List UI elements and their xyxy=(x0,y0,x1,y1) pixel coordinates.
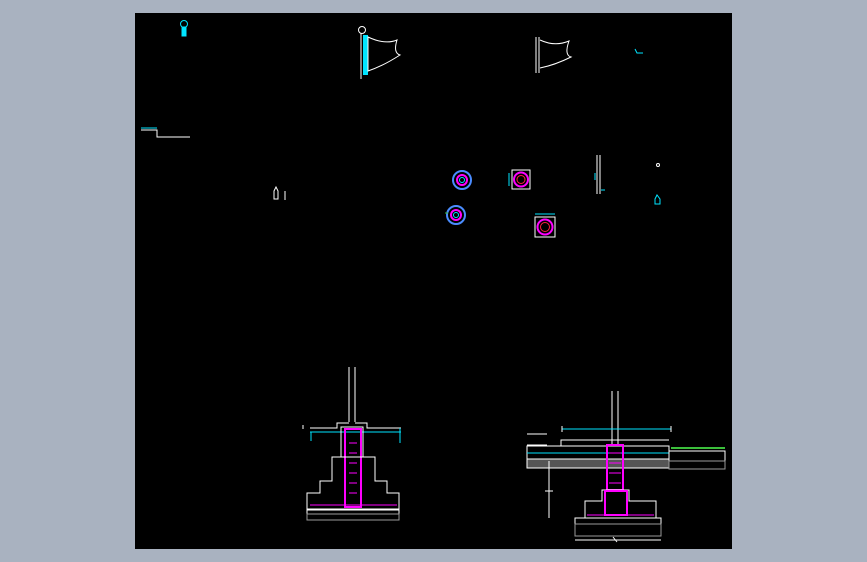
vertical-member[interactable] xyxy=(594,155,605,194)
anchor-bolt-small[interactable] xyxy=(273,185,286,200)
small-detail[interactable] xyxy=(654,163,661,205)
foundation-section-left[interactable] xyxy=(302,367,401,521)
flag-icon[interactable] xyxy=(358,26,402,80)
pole-top-symbol[interactable] xyxy=(180,20,188,37)
flag-pole-icon[interactable] xyxy=(535,37,573,73)
square-section-icon[interactable] xyxy=(508,169,531,190)
cad-viewport[interactable] xyxy=(135,13,732,549)
foundation-section-right[interactable] xyxy=(526,391,726,543)
ring-icon[interactable] xyxy=(445,205,466,225)
ring-icon[interactable] xyxy=(452,170,472,190)
square-section-icon[interactable] xyxy=(534,213,556,238)
small-mark xyxy=(634,48,643,54)
step-profile[interactable] xyxy=(141,127,190,138)
cad-drawing xyxy=(141,20,726,543)
